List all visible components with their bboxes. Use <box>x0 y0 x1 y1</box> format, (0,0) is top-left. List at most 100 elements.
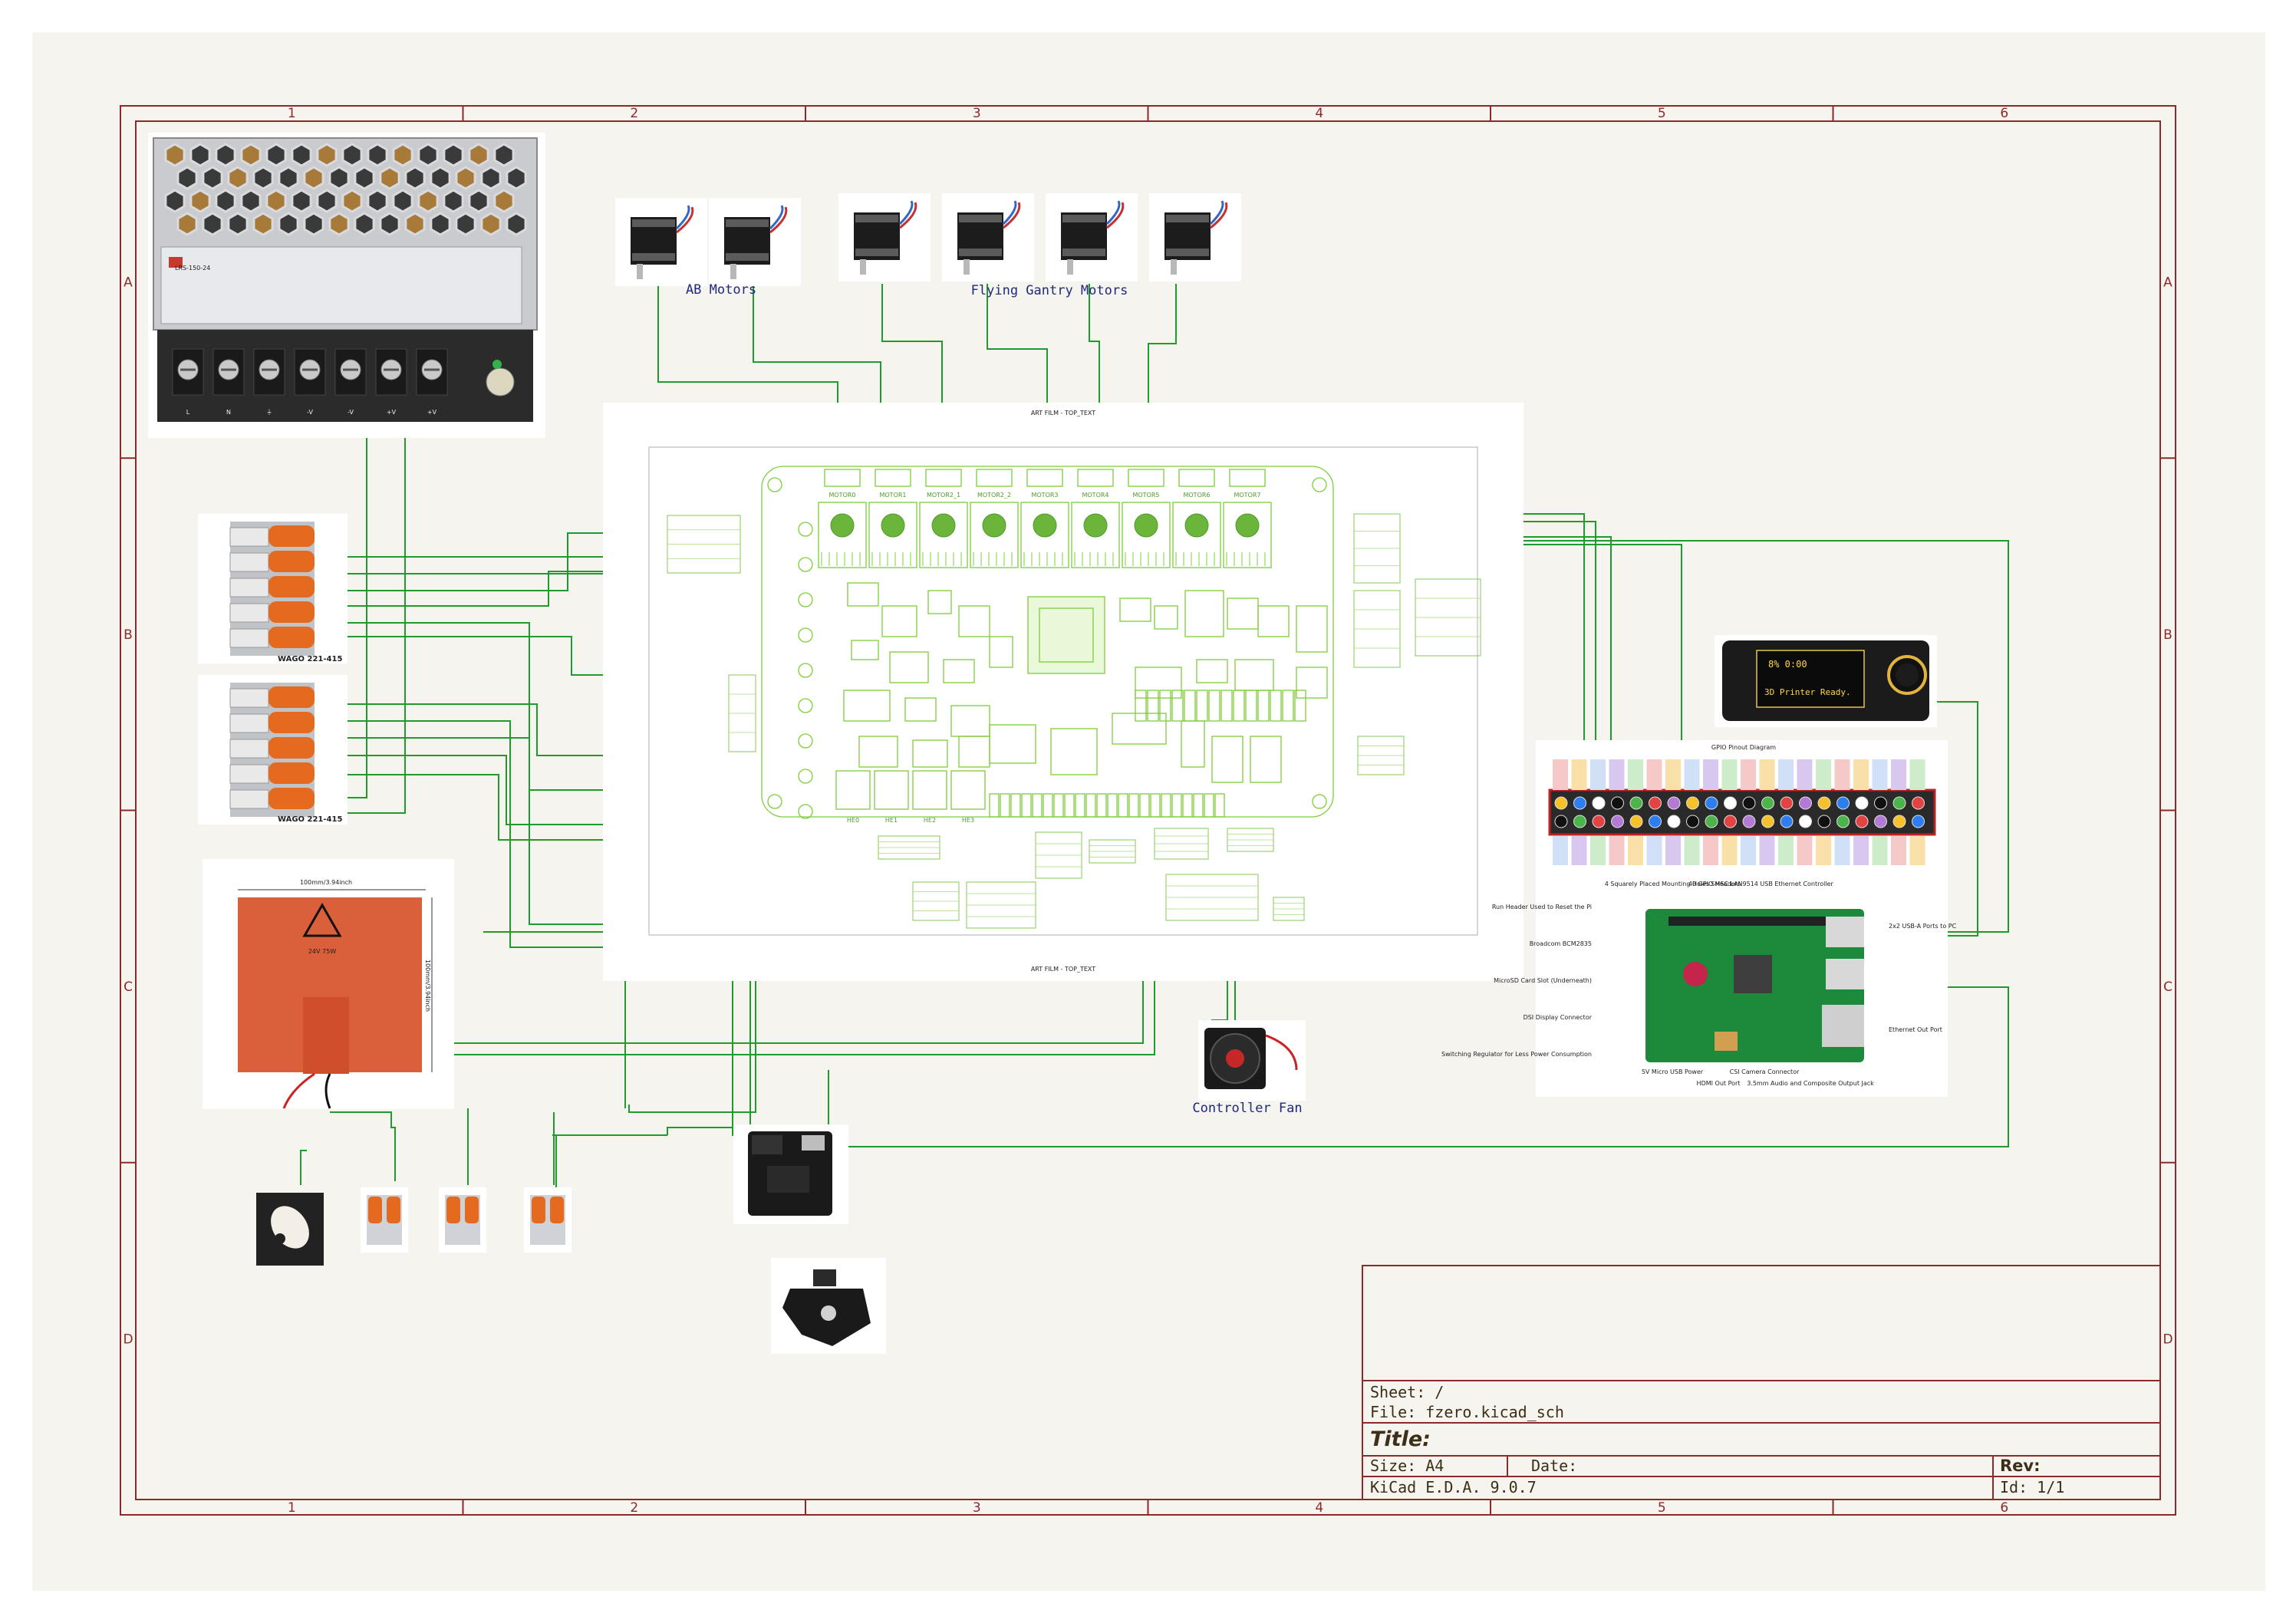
wago-1-label: WAGO 221-415 <box>278 655 342 663</box>
ab-motor-1[interactable] <box>615 198 707 286</box>
gantry-motors-label: Flying Gantry Motors <box>971 283 1128 298</box>
wago-block-1[interactable]: WAGO 221-415 <box>198 514 348 663</box>
display-line-1: 8% 0:00 <box>1768 659 1807 670</box>
tb-size: Size: A4 <box>1370 1457 1444 1475</box>
heater-output-label: HE2 <box>924 817 936 824</box>
toolhead-adapter-board[interactable] <box>733 1124 848 1224</box>
rpi-callout: 5V Micro USB Power <box>1642 1068 1704 1075</box>
rpi-callout: DSI Display Connector <box>1524 1014 1593 1021</box>
tb-date: Date: <box>1531 1457 1577 1475</box>
rpi-callout: HDMI Out Port <box>1697 1080 1741 1087</box>
gantry-motor-3[interactable] <box>1046 193 1138 281</box>
rpi-callout: CSI Camera Connector <box>1730 1068 1800 1075</box>
rpi-callout: Run Header Used to Reset the Pi <box>1492 904 1592 910</box>
zone-col-top-6: 6 <box>2000 106 2008 121</box>
zone-row-left-A: A <box>124 275 133 291</box>
thermistor[interactable] <box>256 1193 324 1266</box>
rpi-callout: Ethernet Out Port <box>1889 1026 1942 1033</box>
motor-driver-label: MOTOR3 <box>1031 492 1058 499</box>
heater-output-label: HE1 <box>885 817 898 824</box>
rpi-callout: Switching Regulator for Less Power Consu… <box>1441 1051 1592 1058</box>
zone-col-bottom-1: 1 <box>288 1500 296 1516</box>
heater-pad[interactable]: 100mm/3.94inch 24V 75W 100mm/3.94inch <box>203 859 454 1109</box>
wago-small-3[interactable] <box>524 1187 572 1253</box>
toolhead-board[interactable] <box>771 1258 886 1354</box>
wago-2-label: WAGO 221-415 <box>278 815 342 824</box>
heater-rating: 24V 75W <box>308 948 336 955</box>
rpi-callout: 3.5mm Audio and Composite Output Jack <box>1747 1080 1874 1087</box>
power-supply[interactable]: LRS-150-24 L N ⏚ -V -V +V +V <box>148 133 545 438</box>
tb-sheet: Sheet: / <box>1370 1383 1444 1401</box>
rpi-callout: 4 Squarely Placed Mounting Holes <box>1605 881 1709 887</box>
display-line-2: 3D Printer Ready. <box>1764 687 1851 697</box>
zone-col-bottom-5: 5 <box>1658 1500 1666 1516</box>
title-block: Sheet: / File: fzero.kicad_sch Title: Si… <box>1362 1265 2161 1500</box>
zone-col-top-1: 1 <box>288 106 296 121</box>
rpi-callout: SMSC LAN9514 USB Ethernet Controller <box>1711 881 1833 887</box>
zone-col-bottom-4: 4 <box>1315 1500 1323 1516</box>
zone-col-top-2: 2 <box>630 106 638 121</box>
controller-fan[interactable]: Controller Fan <box>1192 1020 1306 1116</box>
heater-output-label: HE3 <box>962 817 974 824</box>
zone-row-right-D: D <box>2163 1332 2172 1347</box>
zone-col-bottom-6: 6 <box>2000 1500 2008 1516</box>
zone-row-left-B: B <box>124 627 133 643</box>
motor-driver-label: MOTOR1 <box>879 492 906 499</box>
tb-rev: Rev: <box>2000 1457 2041 1475</box>
gpio-title: GPIO Pinout Diagram <box>1711 744 1776 751</box>
zone-row-left-D: D <box>123 1332 133 1347</box>
tb-file: File: fzero.kicad_sch <box>1370 1403 1564 1421</box>
motor-driver-label: MOTOR0 <box>828 492 855 499</box>
board-top-text: ART FILM - TOP_TEXT <box>1031 410 1095 416</box>
gantry-motor-1[interactable] <box>838 193 931 281</box>
zone-row-right-A: A <box>2163 275 2172 291</box>
motor-driver-label: MOTOR5 <box>1132 492 1159 499</box>
ab-motor-2[interactable] <box>709 198 801 286</box>
psu-terminal-label: +V <box>387 409 397 416</box>
controller-board[interactable]: ART FILM - TOP_TEXT ART FILM - TOP_TEXT … <box>603 403 1524 981</box>
motor-driver-label: MOTOR2_2 <box>977 492 1011 499</box>
rpi-callout: 2x2 USB-A Ports to PC <box>1889 923 1957 930</box>
zone-row-left-C: C <box>124 979 133 995</box>
psu-terminal-label: +V <box>427 409 437 416</box>
zone-col-bottom-2: 2 <box>630 1500 638 1516</box>
wago-block-2[interactable]: WAGO 221-415 <box>198 675 348 825</box>
controller-fan-label: Controller Fan <box>1192 1101 1302 1116</box>
psu-terminal-label: L <box>186 409 190 416</box>
tb-title: Title: <box>1370 1427 1431 1451</box>
gantry-motor-4[interactable] <box>1149 193 1241 281</box>
psu-terminal-label: -V <box>348 409 354 416</box>
motor-driver-label: MOTOR6 <box>1183 492 1210 499</box>
zone-col-top-3: 3 <box>973 106 981 121</box>
zone-row-right-B: B <box>2163 627 2172 643</box>
rpi-callout: Broadcom BCM2835 <box>1530 940 1592 947</box>
psu-terminal-label: -V <box>307 409 313 416</box>
wago-small-2[interactable] <box>439 1187 486 1253</box>
heater-height-label: 100mm/3.94inch <box>424 960 431 1012</box>
motor-driver-label: MOTOR7 <box>1234 492 1260 499</box>
tb-id: Id: 1/1 <box>2000 1478 2064 1496</box>
motor-driver-label: MOTOR2_1 <box>927 492 960 499</box>
tb-tool: KiCad E.D.A. 9.0.7 <box>1370 1478 1537 1496</box>
zone-row-right-C: C <box>2163 979 2172 995</box>
zone-col-top-5: 5 <box>1658 106 1666 121</box>
board-bottom-text: ART FILM - TOP_TEXT <box>1031 966 1095 973</box>
rpi-callout: MicroSD Card Slot (Underneath) <box>1494 977 1592 984</box>
heater-width-label: 100mm/3.94inch <box>300 879 352 886</box>
motor-driver-label: MOTOR4 <box>1082 492 1108 499</box>
raspberry-pi[interactable]: GPIO Pinout Diagram Run Header Used to R… <box>1441 740 1957 1097</box>
ab-motors-label: AB Motors <box>686 282 756 298</box>
zone-col-bottom-3: 3 <box>973 1500 981 1516</box>
oled-display[interactable]: 8% 0:00 3D Printer Ready. <box>1715 635 1937 727</box>
zone-col-top-4: 4 <box>1315 106 1323 121</box>
wago-small-1[interactable] <box>361 1187 408 1253</box>
psu-terminal-label: N <box>226 409 231 416</box>
psu-model: LRS-150-24 <box>175 265 210 272</box>
psu-terminal-labels: L N ⏚ -V -V +V +V <box>186 409 437 416</box>
heater-output-label: HE0 <box>847 817 859 824</box>
gantry-motor-2[interactable] <box>942 193 1034 281</box>
rpi-callout: 40 GPIO Headers <box>1688 881 1741 887</box>
psu-terminal-label: ⏚ <box>266 409 272 416</box>
